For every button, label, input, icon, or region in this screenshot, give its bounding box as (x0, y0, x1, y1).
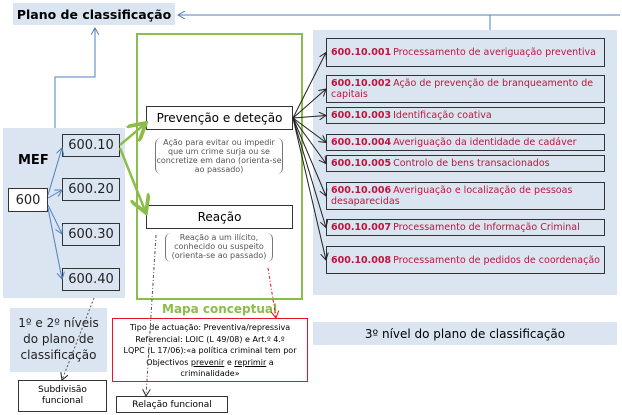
mef-label: MEF (18, 153, 49, 168)
item-code: 600.10.008 (331, 254, 392, 266)
item-connector (292, 116, 326, 119)
item-code: 600.10.004 (331, 137, 392, 148)
reaction-box[interactable]: Reação (146, 205, 293, 229)
concept-map-title: Mapa conceptual (162, 302, 278, 316)
item-label: Processamento de pedidos de coordenação (393, 254, 600, 266)
item-label: Controlo de bens transacionados (393, 158, 550, 169)
item-connector (292, 117, 326, 196)
item-code: 600.10.006 (331, 185, 392, 196)
item-connector (292, 117, 326, 143)
text: e (224, 357, 235, 367)
classification-plan-title: Plano de classificação (13, 3, 175, 25)
concept-map-frame (136, 33, 303, 300)
third-level-label: 3º nível do plano de classificação (313, 322, 617, 345)
reference-line: Referencial: LOIC (L 49/08) e Art.º 4.º (135, 334, 285, 344)
item-code: 600.10.001 (331, 47, 392, 58)
text: Objectivos (146, 357, 191, 367)
item-connector (292, 117, 326, 164)
subdivision-label: Subdivisão funcional (18, 380, 107, 412)
item-connector (292, 117, 326, 260)
relation-label: Relação funcional (116, 396, 228, 413)
item-code: 600.10.005 (331, 158, 392, 169)
code-600-10[interactable]: 600.10 (62, 134, 120, 157)
item-label: Ação de prevenção de branqueamento de ca… (331, 78, 594, 100)
reference-line: LQPC (L 17/06):«a política criminal tem … (123, 346, 297, 355)
reaction-note: Reação a um ilícito, conhecido ou suspei… (165, 233, 273, 262)
text: a (266, 357, 274, 367)
code-600-40[interactable]: 600.40 (62, 268, 120, 291)
levels-label: 1º e 2º níveis do plano de classificação (10, 308, 107, 372)
item-connector (292, 117, 326, 228)
item-connector (292, 89, 326, 119)
item-code: 600.10.003 (331, 110, 392, 121)
item-label: Processamento de averiguação preventiva (393, 47, 596, 58)
emphasis: prevenir (190, 357, 225, 367)
item-code: 600.10.002 (331, 78, 392, 89)
item-label: Processamento de Informação Criminal (393, 222, 580, 233)
prevention-box[interactable]: Prevenção e deteção (146, 106, 293, 130)
item-label: Averiguação e localização de pessoas des… (331, 185, 573, 207)
reference-line: Objectivos prevenir e reprimir a (113, 357, 307, 369)
item-label: Averiguação da identidade de cadáver (393, 137, 577, 148)
emphasis: reprimir (234, 357, 267, 367)
prevention-note: Ação para evitar ou impedir que um crime… (155, 138, 283, 174)
reference-box: Tipo de actuação: Preventiva/repressiva … (112, 318, 308, 382)
item-code: 600.10.007 (331, 222, 392, 233)
item-connector (292, 53, 326, 119)
reference-line: Tipo de actuação: Preventiva/repressiva (129, 323, 291, 332)
item-label: Identificação coativa (393, 110, 492, 121)
reference-line: criminalidade» (180, 369, 240, 378)
code-600[interactable]: 600 (8, 188, 48, 212)
